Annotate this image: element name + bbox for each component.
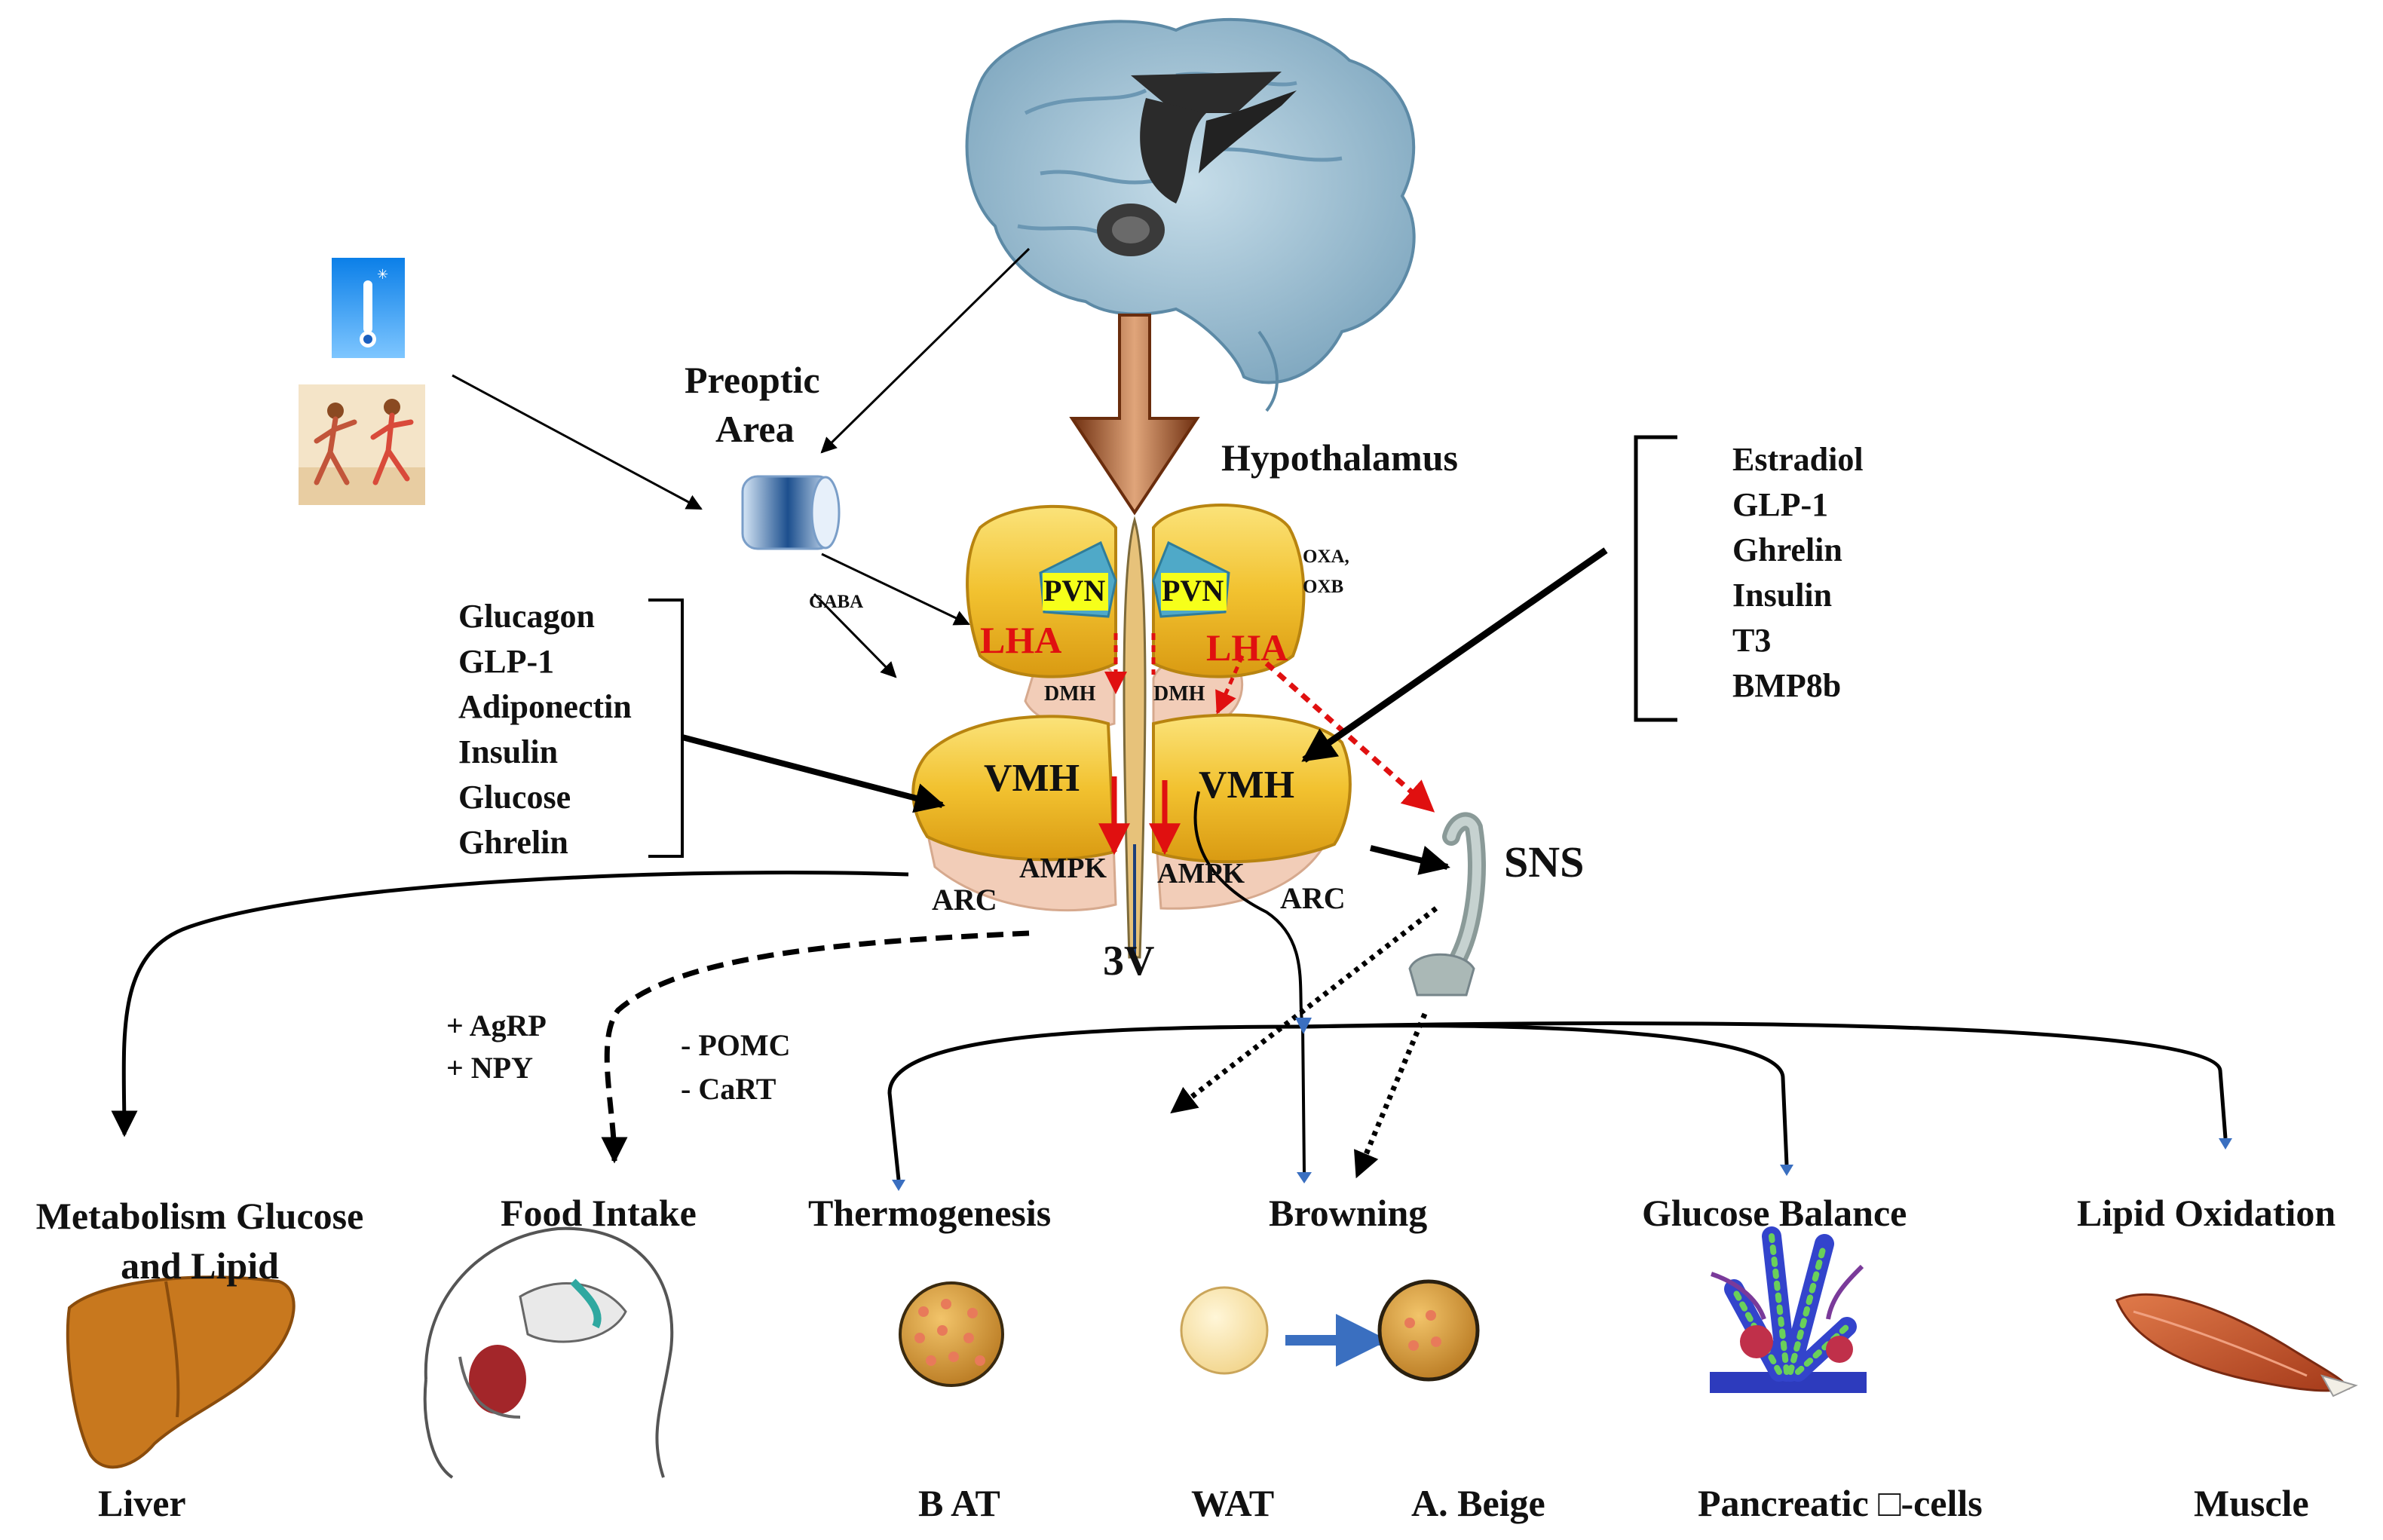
beige-label: A. Beige bbox=[1411, 1482, 1545, 1524]
thermometer-icon: ✳ bbox=[332, 258, 405, 358]
metabolism-outcome-label: Metabolism Glucose and Lipid bbox=[8, 1191, 392, 1290]
svg-text:✳: ✳ bbox=[377, 267, 388, 283]
orexigenic-item: + NPY bbox=[446, 1051, 533, 1085]
right-signal-item: Insulin bbox=[1732, 577, 1833, 614]
vmh-left-label: VMH bbox=[984, 757, 1080, 800]
ampk-efferent-fiber bbox=[1193, 791, 1306, 1173]
right-signal-item: Estradiol bbox=[1732, 441, 1864, 478]
stimuli-to-preoptic-arrow bbox=[452, 374, 703, 510]
gaba-arrow bbox=[821, 553, 970, 626]
left-signal-item: Ghrelin bbox=[458, 824, 568, 861]
dmh-left-label: DMH bbox=[1044, 682, 1096, 706]
pvn-right-label: PVN bbox=[1162, 574, 1224, 608]
sympathetic-neuron-icon bbox=[1408, 812, 1486, 997]
hypothalamus-diagram bbox=[911, 504, 1352, 959]
ampk-right-label: AMPK bbox=[1157, 858, 1245, 889]
preoptic-cylinder-icon bbox=[741, 475, 841, 550]
hypothalamus-to-liver-arrow bbox=[111, 871, 909, 1137]
brain-icon bbox=[965, 17, 1416, 412]
left-signal-item: Glucose bbox=[458, 779, 571, 816]
right-signal-item: T3 bbox=[1732, 622, 1772, 659]
lha-right-label: LHA bbox=[1206, 626, 1288, 669]
arc-to-food-intake-arrow bbox=[601, 930, 1030, 1164]
muscle-label: Muscle bbox=[2194, 1482, 2309, 1524]
arc-right-label: ARC bbox=[1280, 881, 1346, 915]
orexin-label-line2: OXB bbox=[1303, 577, 1344, 597]
left-signal-item: Glucagon bbox=[458, 598, 595, 635]
sns-label: SNS bbox=[1504, 837, 1585, 886]
browning-outcome-label: Browning bbox=[1269, 1192, 1428, 1234]
anorexigenic-item: - POMC bbox=[681, 1028, 791, 1062]
anorexigenic-list: - POMC - CaRT bbox=[681, 1024, 791, 1111]
preoptic-to-hypothalamus-arrow bbox=[813, 592, 897, 678]
left-signal-item: Adiponectin bbox=[458, 688, 632, 725]
bat-label: B AT bbox=[918, 1482, 1000, 1524]
orexin-label-line1: OXA, bbox=[1303, 547, 1349, 567]
sns-to-thermogenesis-arrow bbox=[1170, 906, 1438, 1114]
right-signals-list: Estradiol GLP-1 Ghrelin Insulin T3 BMP8b bbox=[1732, 437, 1864, 709]
metabolism-line2: and Lipid bbox=[121, 1245, 279, 1287]
glucose-balance-outcome-label: Glucose Balance bbox=[1642, 1192, 1907, 1234]
thermogenesis-outcome-label: Thermogenesis bbox=[808, 1192, 1052, 1234]
muscle-icon bbox=[2115, 1293, 2358, 1398]
left-signal-item: Insulin bbox=[458, 733, 559, 770]
lha-to-dmh-arrow bbox=[1215, 654, 1245, 715]
sns-to-browning-arrow bbox=[1354, 1012, 1428, 1179]
pancreatic-islet-icon bbox=[1710, 1226, 1867, 1393]
right-signals-to-vmh-arrow bbox=[1301, 547, 1608, 763]
runners-icon bbox=[299, 384, 425, 505]
right-signals-bracket bbox=[1634, 435, 1677, 722]
dmh-right-label: DMH bbox=[1153, 682, 1205, 706]
brown-adipocyte-icon bbox=[899, 1281, 1004, 1387]
vmh-to-sns-arrow bbox=[1370, 845, 1450, 875]
pvn-left-label: PVN bbox=[1043, 574, 1106, 608]
orexigenic-item: + AgRP bbox=[446, 1009, 547, 1042]
anorexigenic-item: - CaRT bbox=[681, 1072, 776, 1106]
right-signal-item: GLP-1 bbox=[1732, 486, 1829, 523]
vmh-right-label: VMH bbox=[1199, 764, 1295, 807]
left-signals-bracket bbox=[648, 599, 684, 858]
ampk-left-label: AMPK bbox=[1019, 853, 1107, 884]
hypothalamus-label: Hypothalamus bbox=[1221, 436, 1458, 479]
liver-icon bbox=[66, 1275, 296, 1469]
brain-to-hypothalamus-arrow bbox=[1069, 314, 1200, 516]
white-adipocyte-icon bbox=[1180, 1286, 1269, 1375]
beige-adipocyte-icon bbox=[1377, 1279, 1480, 1382]
third-ventricle-label: 3V bbox=[1103, 938, 1155, 984]
left-signals-to-vmh-arrow bbox=[681, 734, 945, 813]
metabolism-line1: Metabolism Glucose bbox=[35, 1195, 364, 1237]
left-signal-item: GLP-1 bbox=[458, 643, 555, 680]
food-intake-outcome-label: Food Intake bbox=[501, 1192, 697, 1234]
eating-person-icon bbox=[423, 1226, 674, 1479]
liver-label: Liver bbox=[98, 1482, 186, 1524]
lha-to-sns-arrow bbox=[1264, 661, 1435, 813]
wat-label: WAT bbox=[1191, 1482, 1275, 1524]
gaba-label: GABA bbox=[809, 592, 864, 612]
orexigenic-list: + AgRP + NPY bbox=[446, 1005, 547, 1089]
lipid-oxidation-outcome-label: Lipid Oxidation bbox=[2077, 1192, 2336, 1234]
lha-left-label: LHA bbox=[980, 619, 1062, 661]
preoptic-label-line1: Preoptic bbox=[685, 359, 820, 401]
right-signal-item: BMP8b bbox=[1732, 667, 1842, 704]
arc-left-label: ARC bbox=[932, 883, 997, 917]
to-lipid-oxidation-line bbox=[1302, 1021, 2228, 1139]
right-signal-item: Ghrelin bbox=[1732, 531, 1842, 568]
to-glucose-balance-line bbox=[1302, 1024, 1789, 1165]
preoptic-label-line2: Area bbox=[715, 408, 795, 450]
to-thermogenesis-line bbox=[887, 1024, 1303, 1180]
pancreatic-cells-label: Pancreatic □-cells bbox=[1698, 1482, 1983, 1524]
brain-to-preoptic-arrow bbox=[820, 247, 1031, 454]
left-signals-list: Glucagon GLP-1 Adiponectin Insulin Gluco… bbox=[458, 594, 632, 865]
